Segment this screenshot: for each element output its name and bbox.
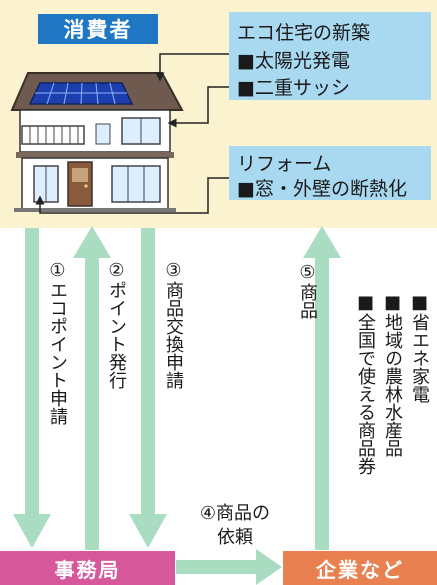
eco-housing-box: エコ住宅の新築 ■太陽光発電 ■二重サッシ (229, 12, 431, 100)
solar-panel-icon (28, 82, 134, 105)
flow-step-4-line2: 依頼 (217, 527, 253, 548)
connector-line-solar (155, 53, 229, 82)
flow-step-5-label: ⑤商品 (297, 262, 318, 319)
house-illustration (10, 72, 184, 212)
product-item-gift-cards: ■全国で使える商品券 (355, 292, 376, 475)
eco-item-solar: ■太陽光発電 (237, 50, 350, 72)
consumer-label: 消費者 (38, 14, 158, 44)
flow-step-4-label: ④商品の 依頼 (180, 502, 290, 550)
eco-item-sash: ■二重サッシ (237, 77, 350, 99)
flow-step-4-line1: ④商品の (199, 503, 271, 524)
flow-arrows (13, 226, 341, 585)
product-item-appliances: ■省エネ家電 (409, 292, 430, 403)
office-box: 事務局 (0, 551, 175, 585)
flow-step-2-label: ②ポイント発行 (106, 260, 127, 389)
connector-line-reform (35, 177, 229, 214)
connector-line-sash (167, 86, 229, 128)
reform-title: リフォーム (237, 153, 332, 175)
eco-housing-title: エコ住宅の新築 (237, 22, 371, 44)
flow-step-3-label: ③商品交換申請 (163, 260, 184, 389)
product-item-local-goods: ■地域の農林水産品 (382, 292, 403, 457)
reform-box: リフォーム ■窓・外壁の断熱化 (229, 146, 431, 200)
reform-item-insulation: ■窓・外壁の断熱化 (237, 178, 407, 200)
company-box: 企業など (283, 551, 437, 585)
flow-step-1-label: ①エコポイント申請 (47, 260, 68, 425)
